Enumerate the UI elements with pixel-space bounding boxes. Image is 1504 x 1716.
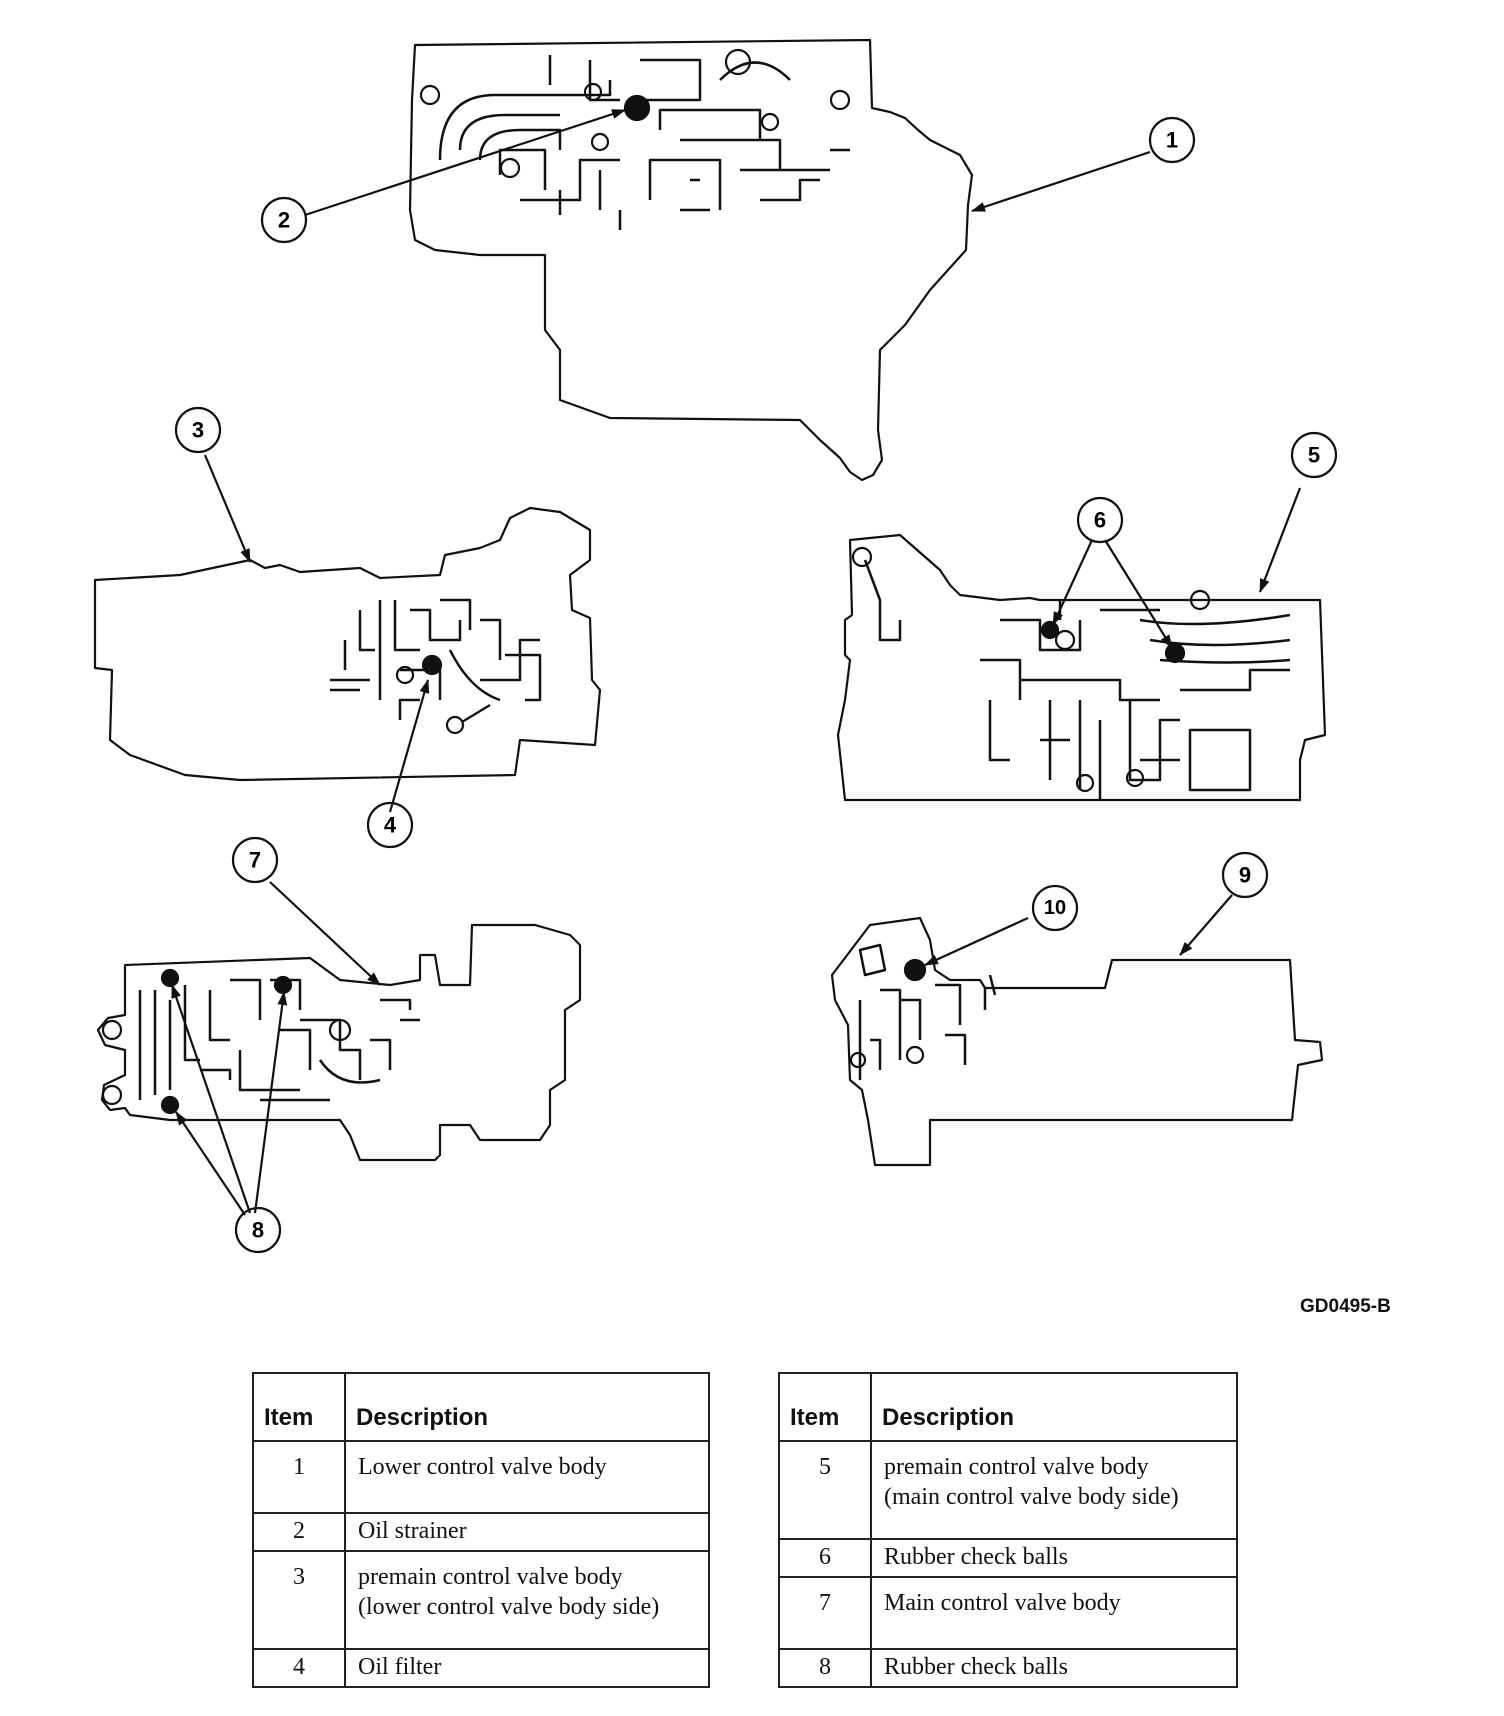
legend-row: 5 premain control valve body(main contro… — [778, 1440, 1238, 1540]
legend-item-description: premain control valve body(main control … — [870, 1440, 1238, 1540]
figure-code: GD0495-B — [1300, 1296, 1391, 1317]
main-control-valve-body-drawing — [96, 923, 582, 1162]
legend-item-description: Oil filter — [344, 1648, 710, 1688]
callout-10: 10 — [1044, 897, 1066, 919]
legend-table-right: Item Description 5 premain control valve… — [778, 1372, 1238, 1688]
description-header: Description — [870, 1372, 1238, 1442]
callout-circles — [174, 116, 1338, 1254]
legend-row: 1 Lower control valve body — [252, 1440, 710, 1514]
legend-item-description: Oil strainer — [344, 1512, 710, 1552]
legend-item-number: 1 — [252, 1440, 346, 1514]
premain-control-valve-body-main-side-drawing — [836, 533, 1327, 802]
legend-item-description: Rubber check balls — [870, 1538, 1238, 1578]
callout-numbers: 1 2 3 4 5 6 7 8 9 10 — [192, 128, 1320, 1243]
valve-body-diagram: 1 2 3 4 5 6 7 8 9 10 — [93, 38, 1338, 1254]
legend-header-row: Item Description — [778, 1372, 1238, 1442]
callout-1: 1 — [1166, 128, 1178, 153]
premain-control-valve-body-lower-side-drawing — [93, 506, 602, 782]
legend-item-number: 7 — [778, 1576, 872, 1650]
lower-control-valve-body-drawing — [408, 38, 974, 482]
control-valve-body-9-drawing — [830, 916, 1324, 1167]
item-header: Item — [252, 1372, 346, 1442]
legend-row: 2 Oil strainer — [252, 1512, 710, 1552]
description-header: Description — [344, 1372, 710, 1442]
legend-item-description: Main control valve body — [870, 1576, 1238, 1650]
legend-row: 7 Main control valve body — [778, 1576, 1238, 1650]
item-header: Item — [778, 1372, 872, 1442]
legend-table-left: Item Description 1 Lower control valve b… — [252, 1372, 710, 1688]
leader-lines — [170, 108, 1302, 1216]
legend-item-number: 8 — [778, 1648, 872, 1688]
legend-item-number: 4 — [252, 1648, 346, 1688]
legend-header-row: Item Description — [252, 1372, 710, 1442]
callout-7: 7 — [249, 848, 261, 873]
callout-4: 4 — [384, 813, 397, 838]
legend-row: 3 premain control valve body(lower contr… — [252, 1550, 710, 1650]
callout-6: 6 — [1094, 508, 1106, 533]
legend-item-number: 3 — [252, 1550, 346, 1650]
callout-5: 5 — [1308, 443, 1320, 468]
legend-item-number: 5 — [778, 1440, 872, 1540]
callout-2: 2 — [278, 208, 290, 233]
callout-9: 9 — [1239, 863, 1251, 888]
callout-8: 8 — [252, 1218, 264, 1243]
callout-3: 3 — [192, 418, 204, 443]
legend-item-description: Rubber check balls — [870, 1648, 1238, 1688]
legend-item-number: 6 — [778, 1538, 872, 1578]
legend-item-description: Lower control valve body — [344, 1440, 710, 1514]
legend-row: 8 Rubber check balls — [778, 1648, 1238, 1688]
legend-item-number: 2 — [252, 1512, 346, 1552]
legend-row: 6 Rubber check balls — [778, 1538, 1238, 1578]
legend-row: 4 Oil filter — [252, 1648, 710, 1688]
legend-item-description: premain control valve body(lower control… — [344, 1550, 710, 1650]
